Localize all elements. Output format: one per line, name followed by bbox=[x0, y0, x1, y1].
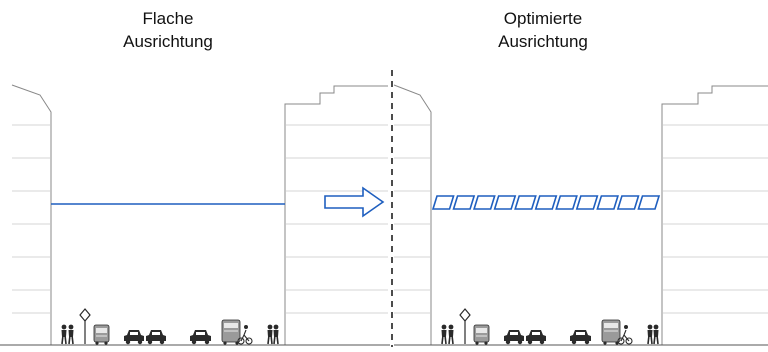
bus-icon bbox=[473, 324, 490, 345]
cable-segment bbox=[637, 195, 661, 210]
right-title-line1: Optimierte bbox=[503, 9, 583, 28]
street-sign-icon bbox=[459, 308, 471, 344]
street-sign-icon bbox=[79, 308, 91, 344]
bus-icon bbox=[601, 319, 621, 345]
car-icon bbox=[190, 330, 211, 345]
cyclist-icon bbox=[617, 325, 633, 345]
cable-segment bbox=[514, 195, 537, 210]
car-icon bbox=[570, 330, 591, 345]
left-title-line2: Ausrichtung bbox=[123, 32, 213, 51]
pedestrian-icon bbox=[448, 324, 454, 345]
pedestrian-icon bbox=[653, 324, 659, 345]
cable-segment bbox=[555, 195, 578, 210]
segmented-cable bbox=[431, 195, 661, 210]
bus-icon bbox=[93, 324, 110, 345]
right-building-right bbox=[661, 85, 768, 345]
cable-segment bbox=[452, 195, 476, 210]
left-panel bbox=[0, 84, 390, 346]
left-building-right bbox=[284, 85, 388, 345]
right-title: Optimierte Ausrichtung bbox=[463, 7, 623, 53]
cable-segment bbox=[575, 195, 599, 210]
pedestrian-icon bbox=[267, 324, 273, 345]
cable-segment bbox=[431, 195, 455, 210]
car-icon bbox=[504, 330, 524, 345]
cable-segment bbox=[596, 195, 619, 210]
car-icon bbox=[146, 330, 166, 345]
cable-segment bbox=[616, 195, 640, 210]
left-floor-lines bbox=[12, 124, 388, 314]
right-title-line2: Ausrichtung bbox=[498, 32, 588, 51]
car-icon bbox=[124, 330, 144, 345]
bus-icon bbox=[221, 319, 241, 345]
pedestrian-icon bbox=[441, 324, 447, 345]
cyclist-icon bbox=[237, 325, 253, 345]
left-building-left bbox=[11, 84, 52, 345]
pedestrian-icon bbox=[61, 324, 67, 345]
street-objects-right bbox=[441, 308, 659, 345]
pedestrian-icon bbox=[273, 324, 279, 345]
cable-segment bbox=[493, 195, 517, 210]
right-panel bbox=[393, 84, 768, 346]
car-icon bbox=[526, 330, 546, 345]
left-title: Flache Ausrichtung bbox=[88, 7, 248, 53]
pedestrian-icon bbox=[647, 324, 653, 345]
left-title-line1: Flache bbox=[142, 9, 194, 28]
cable-segment bbox=[534, 195, 558, 210]
right-building-left bbox=[393, 84, 432, 345]
right-floor-lines bbox=[394, 124, 768, 314]
transition-arrow-icon bbox=[324, 186, 385, 218]
cable-segment bbox=[473, 195, 496, 210]
street-objects-left bbox=[61, 308, 279, 345]
pedestrian-icon bbox=[68, 324, 74, 345]
